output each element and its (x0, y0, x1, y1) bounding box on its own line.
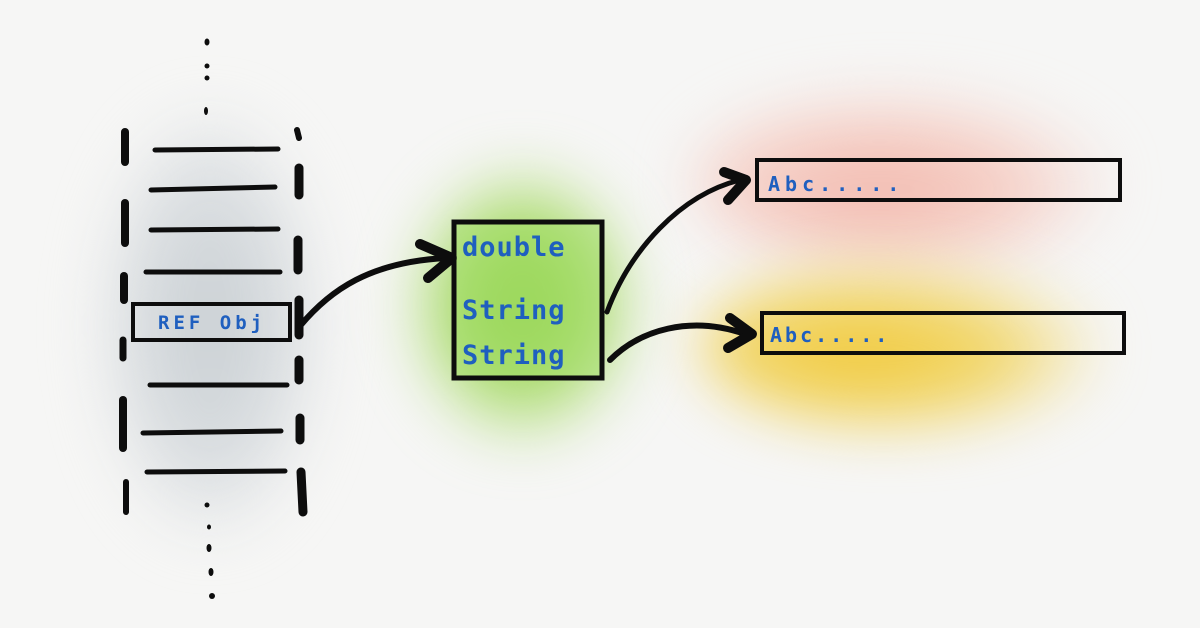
object-to-string2-arrow-icon (607, 313, 757, 363)
stack-slots-above (143, 146, 283, 275)
object-field-double: double (462, 232, 566, 263)
string-object-2-value: Abc..... (770, 323, 891, 347)
stack-slots-below (140, 382, 290, 475)
string-object-1-box (755, 158, 1122, 202)
reference-slot-box (131, 302, 292, 342)
object-field-string-2: String (462, 340, 566, 371)
ref-to-object-arrow-icon (297, 239, 457, 329)
object-field-string-1: String (462, 295, 566, 326)
string-object-2-box (760, 311, 1126, 355)
stack-right-wall (293, 127, 308, 517)
reference-slot-label: REF Obj (158, 312, 267, 334)
string-object-1-highlight (690, 90, 1110, 270)
string-object-2-highlight (700, 260, 1100, 430)
stack-ellipsis-bottom (204, 502, 215, 599)
string-object-1-value: Abc..... (768, 172, 905, 196)
object-to-string1-arrow-icon (604, 167, 751, 315)
stack-left-wall (119, 128, 129, 515)
stack-ellipsis-top (204, 38, 210, 115)
heap-object-box (451, 219, 605, 381)
